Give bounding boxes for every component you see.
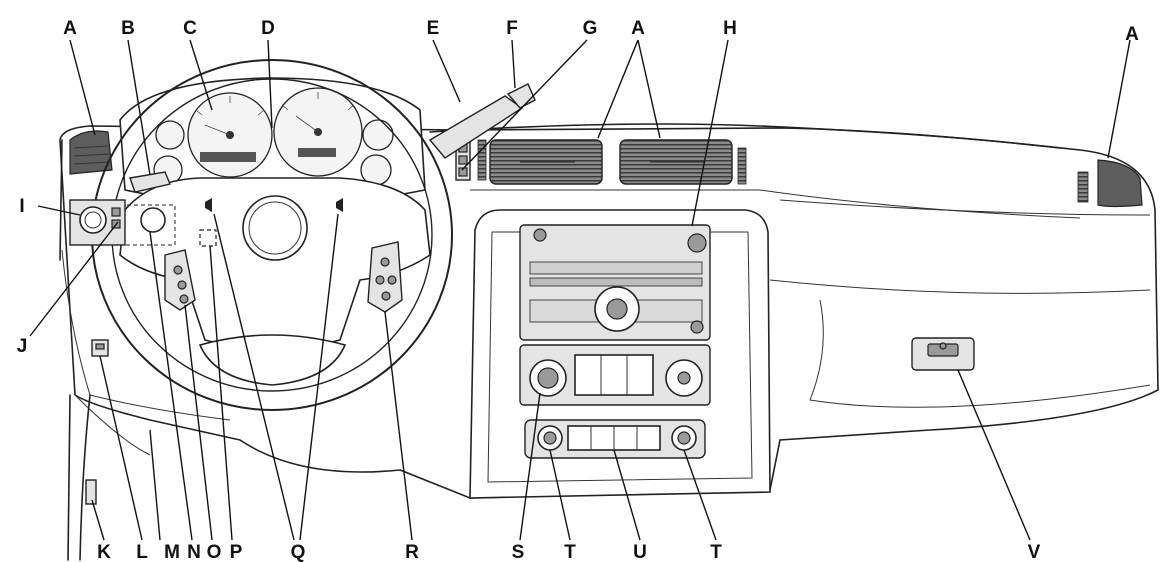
callout-label-j: J xyxy=(17,336,28,357)
callout-label-f: F xyxy=(506,18,518,39)
callout-label-n: N xyxy=(187,542,201,562)
callout-label-s: S xyxy=(512,542,525,562)
callout-label-c: C xyxy=(183,18,197,39)
callout-label-a-right: A xyxy=(1125,24,1139,45)
callout-label-d: D xyxy=(261,18,275,39)
glove-box xyxy=(911,337,975,371)
callout-label-r: R xyxy=(405,542,419,562)
callout-label-p: P xyxy=(230,542,243,562)
callout-label-k: K xyxy=(97,542,111,562)
center-air-vents xyxy=(455,139,747,185)
callout-labels: A B C D E F G A H A I J K L M N O P Q R … xyxy=(17,18,1139,562)
callout-label-a-center: A xyxy=(631,18,645,39)
callout-label-b: B xyxy=(121,18,135,39)
callout-leaders xyxy=(29,39,1131,541)
callout-label-t-left: T xyxy=(564,542,576,562)
right-air-vent xyxy=(1077,159,1143,208)
callout-label-i: I xyxy=(19,196,24,217)
callout-label-o: O xyxy=(207,542,222,562)
callout-label-u: U xyxy=(633,542,647,562)
callout-label-a: A xyxy=(63,18,77,39)
instrument-cluster xyxy=(119,77,426,207)
callout-label-v: V xyxy=(1028,542,1041,562)
callout-label-q: Q xyxy=(291,542,306,562)
callout-label-h: H xyxy=(723,18,737,39)
callout-label-e: E xyxy=(427,18,440,39)
callout-label-g: G xyxy=(583,18,598,39)
left-air-vent xyxy=(69,130,113,175)
center-stack xyxy=(469,209,771,499)
callout-label-l: L xyxy=(136,542,148,562)
callout-label-m: M xyxy=(164,542,180,562)
callout-label-t-right: T xyxy=(710,542,722,562)
